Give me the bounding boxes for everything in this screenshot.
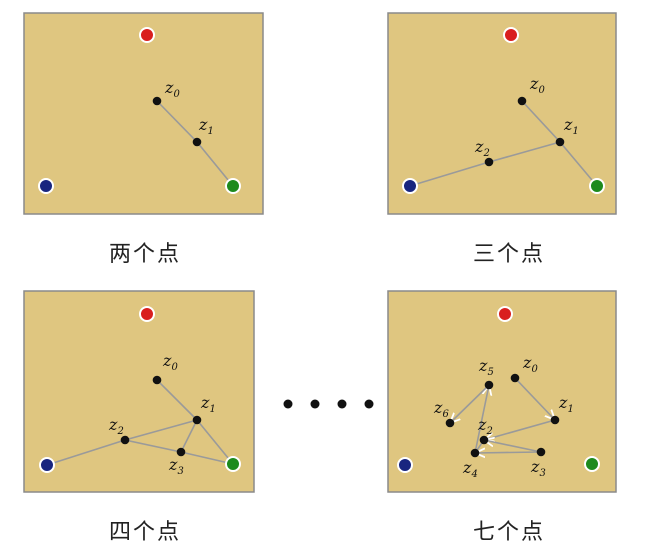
label-sub-z2: 2 <box>482 148 489 159</box>
label-sub-z1: 1 <box>567 404 573 415</box>
node-z1 <box>192 137 202 147</box>
panel-background <box>23 12 264 215</box>
node-z6 <box>445 418 455 428</box>
label-sub-z0: 0 <box>171 362 178 373</box>
edge-z2-blue <box>409 161 490 187</box>
blue-dot <box>38 178 54 194</box>
edge-z1-z3 <box>180 419 198 453</box>
red-dot <box>139 27 155 43</box>
edge-z0-z1 <box>521 100 561 143</box>
edge-z1-z2 <box>484 419 556 440</box>
edge-z1-green <box>196 141 234 187</box>
panel-background <box>387 290 617 493</box>
node-z0 <box>152 375 162 385</box>
edge-z5-z6 <box>450 384 490 423</box>
label-sub-z1: 1 <box>207 126 213 137</box>
label-sub-z6: 6 <box>442 409 449 420</box>
node-z3 <box>536 447 546 457</box>
green-dot <box>225 178 241 194</box>
edge-z0-z1 <box>514 377 555 420</box>
node-z2 <box>479 435 489 445</box>
panel-caption-4: 七个点 <box>472 520 545 545</box>
node-z3 <box>176 447 186 457</box>
green-dot <box>225 456 241 472</box>
node-z4 <box>470 448 480 458</box>
edge-z0-z1 <box>156 100 198 143</box>
edge-z0-z1 <box>156 379 198 421</box>
node-z1 <box>192 415 202 425</box>
label-sub-z5: 5 <box>487 367 493 378</box>
ellipsis-dot <box>310 399 320 409</box>
edge-z3-z4 <box>475 452 542 453</box>
label-sub-z4: 4 <box>470 469 477 480</box>
edge-z1-z2 <box>488 141 561 163</box>
label-sub-z3: 3 <box>177 466 183 477</box>
panel-caption-2: 三个点 <box>472 242 545 267</box>
label-sub-z1: 1 <box>209 404 215 415</box>
label-sub-z2: 2 <box>485 426 492 437</box>
node-z1 <box>550 415 560 425</box>
node-z0 <box>152 96 162 106</box>
label-sub-z2: 2 <box>116 426 123 437</box>
edge-z4-z5 <box>474 385 489 454</box>
node-z2 <box>120 435 130 445</box>
panel-background <box>387 12 617 215</box>
node-z1 <box>555 137 565 147</box>
edge-z3-z2 <box>484 440 542 453</box>
label-sub-z0: 0 <box>173 89 180 100</box>
edge-z1-green <box>559 141 598 187</box>
ellipsis-dot <box>337 399 347 409</box>
green-dot <box>589 178 605 194</box>
red-dot <box>139 306 155 322</box>
node-z0 <box>517 96 527 106</box>
label-sub-z3: 3 <box>539 468 545 479</box>
node-z0 <box>510 373 520 383</box>
panel-background <box>23 290 255 493</box>
edge-z2-blue <box>46 439 126 466</box>
blue-dot <box>39 457 55 473</box>
label-sub-z0: 0 <box>531 364 538 375</box>
green-dot <box>584 456 600 472</box>
panel-caption-3: 四个点 <box>108 520 181 545</box>
ellipsis-dot <box>283 399 293 409</box>
edge-z1-green <box>196 419 234 465</box>
blue-dot <box>397 457 413 473</box>
label-sub-z0: 0 <box>538 85 545 96</box>
ellipsis <box>283 399 374 409</box>
red-dot <box>497 306 513 322</box>
edge-z2-z3 <box>124 439 182 453</box>
red-dot <box>503 27 519 43</box>
label-sub-z1: 1 <box>572 126 578 137</box>
blue-dot <box>402 178 418 194</box>
node-z2 <box>484 157 494 167</box>
edge-z1-z2 <box>124 419 198 441</box>
node-z5 <box>484 380 494 390</box>
ellipsis-dot <box>364 399 374 409</box>
edge-z3-green <box>180 451 234 465</box>
panel-caption-1: 两个点 <box>108 242 181 267</box>
